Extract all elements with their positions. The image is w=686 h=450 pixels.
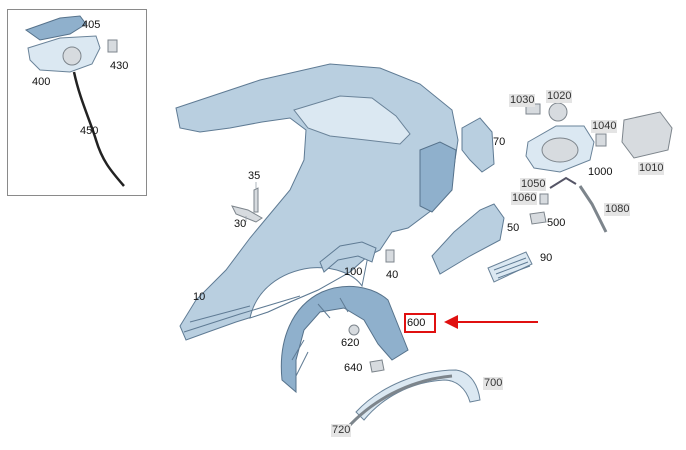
label-720: 720 (331, 424, 352, 437)
arrow-head (444, 315, 458, 329)
part-10-window-opening (293, 95, 411, 145)
part-1050-spring (549, 176, 577, 189)
label-600-highlighted: 600 (407, 317, 426, 329)
part-600-liner (280, 286, 409, 394)
label-70: 70 (493, 136, 506, 148)
inset-frame (7, 9, 147, 196)
part-10-sill-line (189, 305, 251, 323)
part-1010-flap (621, 111, 673, 159)
part-90-grille (487, 251, 533, 283)
label-1080: 1080 (604, 203, 631, 216)
label-1050: 1050 (520, 178, 547, 191)
part-1060-clip (539, 193, 549, 205)
side-panel-10 (175, 63, 459, 341)
label-100: 100 (344, 266, 363, 278)
label-405: 405 (82, 19, 101, 31)
part-720-strip (340, 374, 453, 435)
part-1080-rod (578, 185, 608, 233)
label-30: 30 (234, 218, 247, 230)
label-450: 450 (80, 125, 99, 137)
label-430: 430 (110, 60, 129, 72)
label-500: 500 (547, 217, 566, 229)
label-1010: 1010 (638, 162, 665, 175)
part-1040-cap (595, 133, 607, 147)
label-1040: 1040 (591, 120, 618, 133)
inset-part-405-cover (24, 15, 87, 41)
label-10: 10 (193, 291, 206, 303)
parts-35-30 (231, 182, 263, 223)
label-1030: 1030 (509, 94, 536, 107)
label-90: 90 (540, 252, 553, 264)
part-30-bracket (231, 205, 263, 223)
part-1020-actuator (548, 102, 568, 122)
part-40-clip (385, 249, 395, 263)
label-620: 620 (341, 337, 360, 349)
label-40: 40 (386, 269, 399, 281)
part-620-cap (348, 324, 360, 336)
inset-drawing (24, 15, 125, 187)
highlight-box (404, 313, 436, 333)
part-10-rear-pillar (419, 141, 457, 213)
inset-part-400-opening (62, 46, 82, 66)
label-400: 400 (32, 76, 51, 88)
label-1000: 1000 (588, 166, 613, 178)
part-600-ribs (291, 297, 349, 377)
part-100-trim (319, 241, 377, 273)
label-35: 35 (248, 170, 261, 182)
label-50: 50 (507, 222, 520, 234)
part-1000-inner (541, 137, 579, 163)
inset-part-430-clip (107, 39, 118, 53)
part-70-bracket (461, 117, 495, 173)
label-640: 640 (344, 362, 363, 374)
label-1060: 1060 (511, 192, 538, 205)
inset-part-450-hose (72, 71, 125, 187)
label-1020: 1020 (546, 90, 573, 103)
pointer-arrow (444, 315, 538, 329)
part-50-reinforcement (431, 203, 505, 275)
part-700-flare (355, 369, 481, 421)
part-640-fastener (369, 359, 385, 373)
part-10-crease (183, 295, 301, 333)
fuel-door-group (525, 102, 673, 233)
part-500-catch (529, 211, 547, 225)
part-35-stud (253, 187, 259, 213)
label-700: 700 (483, 377, 504, 390)
